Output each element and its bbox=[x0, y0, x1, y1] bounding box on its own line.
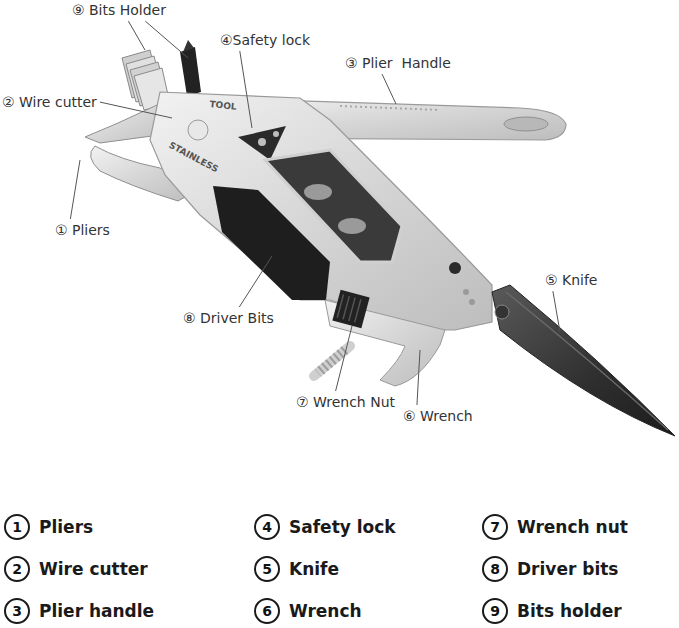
callout-number: 1 bbox=[4, 514, 30, 540]
legend-entry: 5 Knife bbox=[254, 556, 339, 582]
part-name: Plier handle bbox=[39, 601, 154, 621]
callout-number: 4 bbox=[254, 514, 280, 540]
callout-label: ⑧ Driver Bits bbox=[183, 310, 274, 326]
leader-line bbox=[128, 21, 145, 50]
legend-entry: 6 Wrench bbox=[254, 598, 362, 624]
legend-entry: 7 Wrench nut bbox=[482, 514, 628, 540]
knife-pivot bbox=[495, 305, 509, 319]
safety-lock bbox=[238, 126, 286, 160]
callout-label: ⑤ Knife bbox=[545, 272, 598, 288]
part-name: Safety lock bbox=[289, 517, 396, 537]
legend-entry: 2 Wire cutter bbox=[4, 556, 148, 582]
leader-line bbox=[553, 291, 560, 332]
wrench-nut bbox=[332, 290, 369, 329]
leader-line bbox=[145, 21, 188, 58]
leader-line bbox=[70, 160, 80, 219]
callout-label: ① Pliers bbox=[55, 222, 110, 238]
screw bbox=[449, 262, 461, 274]
bit-tip bbox=[183, 40, 194, 52]
leader-line bbox=[417, 350, 420, 405]
callout-number: 2 bbox=[4, 556, 30, 582]
legend-entry: 9 Bits holder bbox=[482, 598, 622, 624]
callout-label: ⑦ Wrench Nut bbox=[296, 394, 395, 410]
callout-number: 6 bbox=[254, 598, 280, 624]
part-name: Pliers bbox=[39, 517, 93, 537]
leader-line bbox=[100, 102, 172, 118]
callout-label: ④Safety lock bbox=[220, 32, 310, 48]
part-name: Wrench nut bbox=[517, 517, 628, 537]
legend-entry: 3 Plier handle bbox=[4, 598, 154, 624]
callout-label: ⑨ Bits Holder bbox=[72, 2, 166, 18]
callout-number: 7 bbox=[482, 514, 508, 540]
callout-number: 3 bbox=[4, 598, 30, 624]
part-name: Bits holder bbox=[517, 601, 622, 621]
leader-line bbox=[240, 51, 252, 128]
callout-number: 5 bbox=[254, 556, 280, 582]
callout-label: ⑥ Wrench bbox=[403, 408, 473, 424]
part-name: Knife bbox=[289, 559, 339, 579]
tool-body bbox=[150, 92, 492, 330]
legend-entry: 4 Safety lock bbox=[254, 514, 396, 540]
legend-entry: 1 Pliers bbox=[4, 514, 93, 540]
wrench-screw bbox=[314, 346, 350, 376]
part-name: Wire cutter bbox=[39, 559, 148, 579]
part-name: Driver bits bbox=[517, 559, 618, 579]
callout-number: 9 bbox=[482, 598, 508, 624]
callout-number: 8 bbox=[482, 556, 508, 582]
part-name: Wrench bbox=[289, 601, 362, 621]
callout-label: ③ Plier Handle bbox=[345, 55, 451, 71]
legend-entry: 8 Driver bits bbox=[482, 556, 618, 582]
leader-line bbox=[336, 326, 352, 391]
leader-line bbox=[382, 74, 396, 104]
bit-window bbox=[265, 150, 402, 262]
handle-serration bbox=[340, 106, 440, 110]
callout-label: ② Wire cutter bbox=[2, 94, 97, 110]
pivot bbox=[188, 120, 208, 140]
leader-line bbox=[239, 256, 272, 307]
handle-cutout bbox=[504, 117, 548, 131]
knife-blade bbox=[492, 285, 675, 436]
